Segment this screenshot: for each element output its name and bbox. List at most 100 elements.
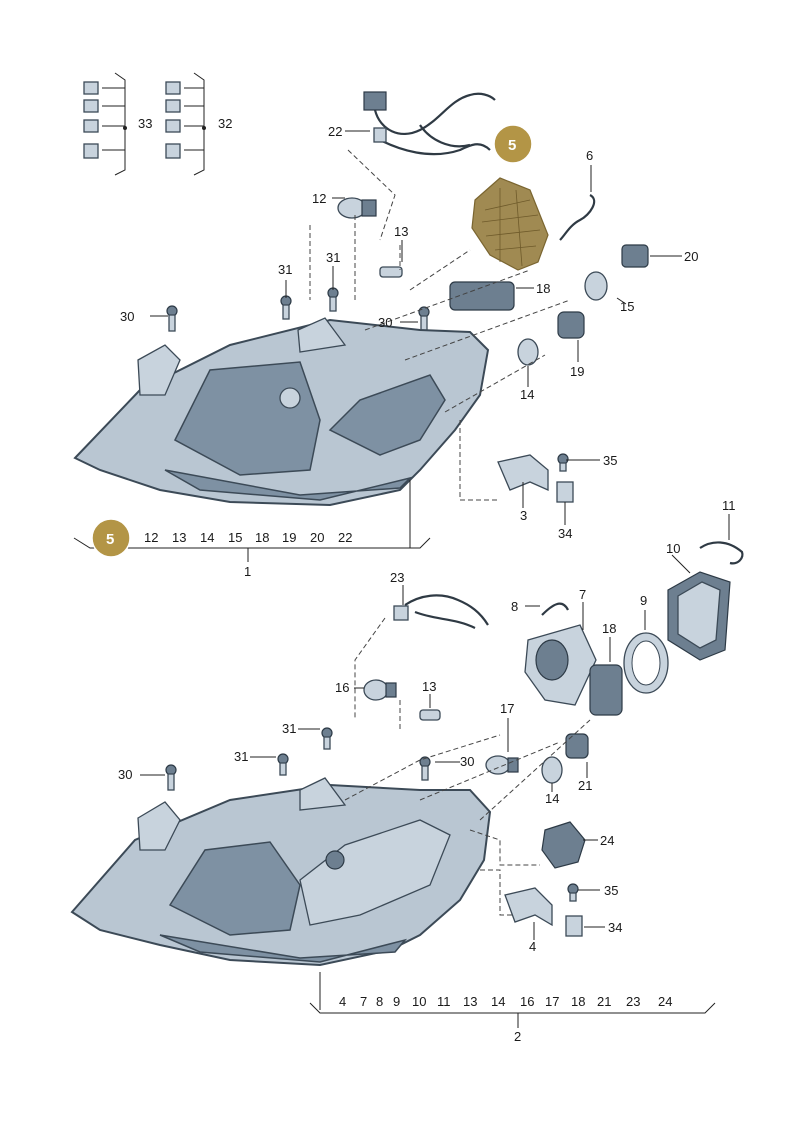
screw-part-30-b[interactable] xyxy=(418,306,430,333)
clip-group-32[interactable] xyxy=(165,72,206,176)
assembly-2-list-item: 17 xyxy=(545,994,559,1009)
socket-part-21[interactable] xyxy=(565,733,589,759)
screw-part-31-d[interactable] xyxy=(277,753,289,776)
bulb-part-14-top[interactable] xyxy=(517,338,539,366)
label-30-d: 30 xyxy=(460,754,474,769)
assembly-1-list-item: 15 xyxy=(228,530,242,545)
socket-part-20[interactable] xyxy=(621,244,649,268)
label-33: 33 xyxy=(138,116,152,131)
assembly-1-list-item: 13 xyxy=(172,530,186,545)
highlighted-cover-part-5[interactable] xyxy=(471,177,549,271)
headlight-housing-top[interactable] xyxy=(73,317,490,507)
bulb-part-15[interactable] xyxy=(584,271,608,301)
label-9: 9 xyxy=(640,593,647,608)
assembly-2-list-item: 8 xyxy=(376,994,383,1009)
highlight-badge-list-label: 5 xyxy=(106,531,114,548)
label-35-top: 35 xyxy=(603,453,617,468)
clip-part-34-bottom[interactable] xyxy=(565,915,583,937)
label-34-bottom: 34 xyxy=(608,920,622,935)
wiring-harness-23[interactable] xyxy=(393,594,489,629)
label-23: 23 xyxy=(390,570,404,585)
label-18-bottom: 18 xyxy=(602,621,616,636)
module-part-18-top[interactable] xyxy=(449,281,515,311)
assembly-1-list-item: 18 xyxy=(255,530,269,545)
clip-part-34-top[interactable] xyxy=(556,481,574,503)
label-15: 15 xyxy=(620,299,634,314)
screw-part-30-c[interactable] xyxy=(165,764,177,791)
assembly-2-part-list: 4 7 8 9 10 11 13 14 16 17 18 21 23 24 xyxy=(339,994,672,1009)
bracket-part-3[interactable] xyxy=(497,454,549,492)
label-22: 22 xyxy=(328,124,342,139)
wiring-harness-22[interactable] xyxy=(363,91,496,156)
label-18-top: 18 xyxy=(536,281,550,296)
label-31-a: 31 xyxy=(278,262,292,277)
label-16: 16 xyxy=(335,680,349,695)
highlight-badge-top-label: 5 xyxy=(508,137,516,154)
headlight-housing-bottom[interactable] xyxy=(70,777,492,967)
label-13-bottom: 13 xyxy=(422,679,436,694)
label-14-bottom: 14 xyxy=(545,791,559,806)
label-11: 11 xyxy=(722,498,736,513)
label-3: 3 xyxy=(520,508,527,523)
assembly-2-list-item: 23 xyxy=(626,994,640,1009)
label-13-top: 13 xyxy=(394,224,408,239)
label-7: 7 xyxy=(579,587,586,602)
label-31-c: 31 xyxy=(282,721,296,736)
assembly-1-list-item: 12 xyxy=(144,530,158,545)
screw-part-30-a[interactable] xyxy=(166,305,178,332)
label-12: 12 xyxy=(312,191,326,206)
clip-part-8[interactable] xyxy=(541,602,569,616)
assembly-2-list-item: 9 xyxy=(393,994,400,1009)
socket-part-19[interactable] xyxy=(557,311,585,339)
label-assembly-2: 2 xyxy=(514,1029,521,1044)
screw-part-31-c[interactable] xyxy=(321,727,333,750)
assembly-2-list-item: 4 xyxy=(339,994,346,1009)
label-31-d: 31 xyxy=(234,749,248,764)
label-30-b: 30 xyxy=(378,315,392,330)
bulb-part-12[interactable] xyxy=(337,197,377,219)
assembly-2-list-item: 10 xyxy=(412,994,426,1009)
assembly-1-list-item: 14 xyxy=(200,530,214,545)
bulb-part-14-bottom[interactable] xyxy=(541,756,563,784)
ring-part-9[interactable] xyxy=(623,632,669,694)
seal-part-6[interactable] xyxy=(559,194,596,241)
screw-part-31-a[interactable] xyxy=(280,295,292,320)
screw-part-31-b[interactable] xyxy=(327,287,339,312)
screw-part-30-d[interactable] xyxy=(419,756,431,781)
screw-part-35-bottom[interactable] xyxy=(567,883,579,902)
wire-clip-part-11[interactable] xyxy=(699,541,744,565)
label-24: 24 xyxy=(600,833,614,848)
label-17: 17 xyxy=(500,701,514,716)
highlight-badge-top xyxy=(493,124,533,164)
label-10: 10 xyxy=(666,541,680,556)
label-34-top: 34 xyxy=(558,526,572,541)
assembly-2-list-item: 16 xyxy=(520,994,534,1009)
label-30-c: 30 xyxy=(118,767,132,782)
clip-group-33[interactable] xyxy=(83,72,127,176)
module-part-24[interactable] xyxy=(541,821,586,869)
screw-part-35-top[interactable] xyxy=(557,453,569,472)
label-30-a: 30 xyxy=(120,309,134,324)
label-14-top: 14 xyxy=(520,387,534,402)
bulb-part-16[interactable] xyxy=(363,679,397,701)
label-31-b: 31 xyxy=(326,250,340,265)
label-assembly-1: 1 xyxy=(244,564,251,579)
bracket-part-4[interactable] xyxy=(504,887,553,927)
label-6: 6 xyxy=(586,148,593,163)
label-32: 32 xyxy=(218,116,232,131)
reflector-part-7[interactable] xyxy=(524,624,597,706)
bulb-part-17[interactable] xyxy=(485,755,519,775)
bulb-part-13-top[interactable] xyxy=(379,266,403,278)
assembly-2-list-item: 7 xyxy=(360,994,367,1009)
assembly-1-list-item: 22 xyxy=(338,530,352,545)
bulb-part-13-bottom[interactable] xyxy=(419,709,441,721)
label-20: 20 xyxy=(684,249,698,264)
assembly-2-list-item: 21 xyxy=(597,994,611,1009)
assembly-2-list-item: 13 xyxy=(463,994,477,1009)
highlight-badge-list xyxy=(91,518,131,558)
assembly-1-part-list: 12 13 14 15 18 19 20 22 xyxy=(144,530,352,545)
assembly-1-list-item: 19 xyxy=(282,530,296,545)
module-part-18-bottom[interactable] xyxy=(589,664,623,716)
frame-part-10[interactable] xyxy=(667,571,731,661)
